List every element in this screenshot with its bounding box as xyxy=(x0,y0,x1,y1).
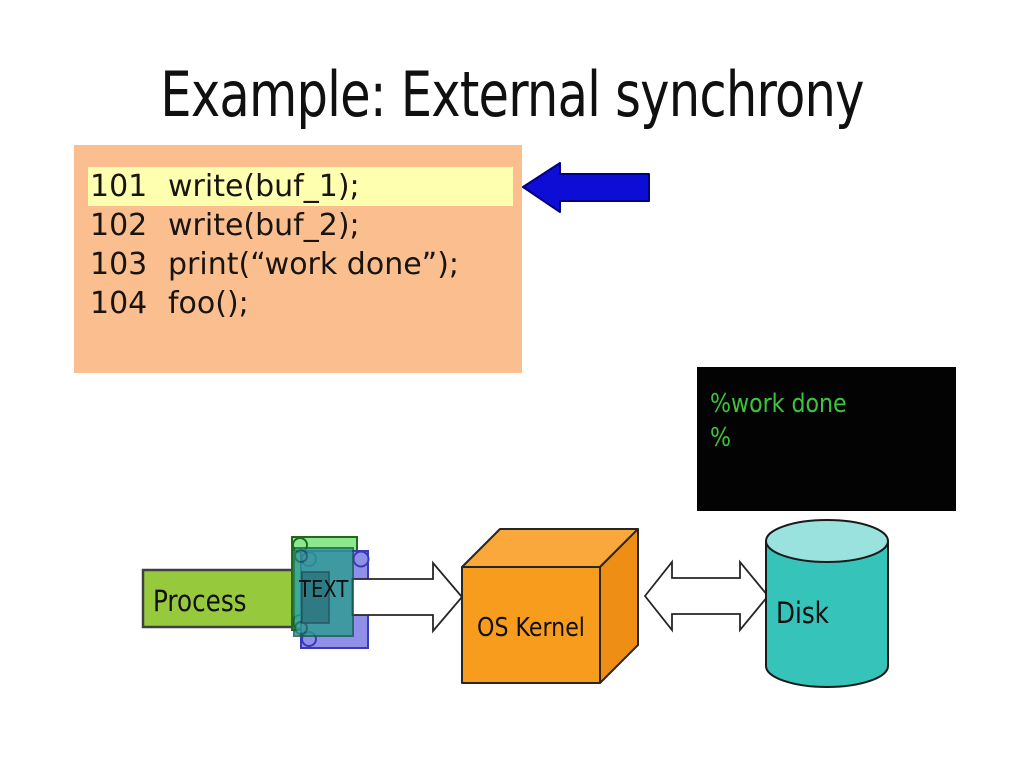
kernel-disk-double-arrow-icon xyxy=(643,559,770,633)
code-line: 101 write(buf_1); xyxy=(90,167,459,206)
code-line: 102 write(buf_2); xyxy=(90,206,459,245)
line-text: write(buf_1); xyxy=(168,169,360,204)
line-number: 102 xyxy=(90,208,148,243)
line-number: 103 xyxy=(90,247,148,282)
process-to-kernel-arrow-icon xyxy=(351,560,464,634)
highlighted-line-bar xyxy=(88,167,513,206)
disk-cylinder xyxy=(765,519,889,688)
page-title: Example: External synchrony xyxy=(160,58,864,131)
os-kernel-label: OS Kernel xyxy=(477,613,585,643)
text-scroll-label: TEXT xyxy=(299,577,349,603)
terminal-output: %work done % xyxy=(697,367,956,511)
disk-label: Disk xyxy=(776,596,829,630)
process-label: Process xyxy=(153,584,247,618)
line-text: write(buf_2); xyxy=(168,208,360,243)
os-kernel-cube xyxy=(461,528,639,684)
terminal-line: % xyxy=(710,423,732,453)
scroll-teal-icon xyxy=(293,547,354,637)
line-text: foo(); xyxy=(168,286,249,321)
line-number: 101 xyxy=(90,169,148,204)
code-block: 101 write(buf_1); 102 write(buf_2); 103 … xyxy=(74,145,522,373)
line-text: print(“work done”); xyxy=(168,247,460,282)
code-line: 103 print(“work done”); xyxy=(90,245,459,284)
code-line: 104 foo(); xyxy=(90,284,459,323)
terminal-line: %work done xyxy=(710,389,847,419)
line-number: 104 xyxy=(90,286,148,321)
code-lines: 101 write(buf_1); 102 write(buf_2); 103 … xyxy=(90,167,459,323)
blue-pointer-arrow-icon xyxy=(522,162,650,213)
